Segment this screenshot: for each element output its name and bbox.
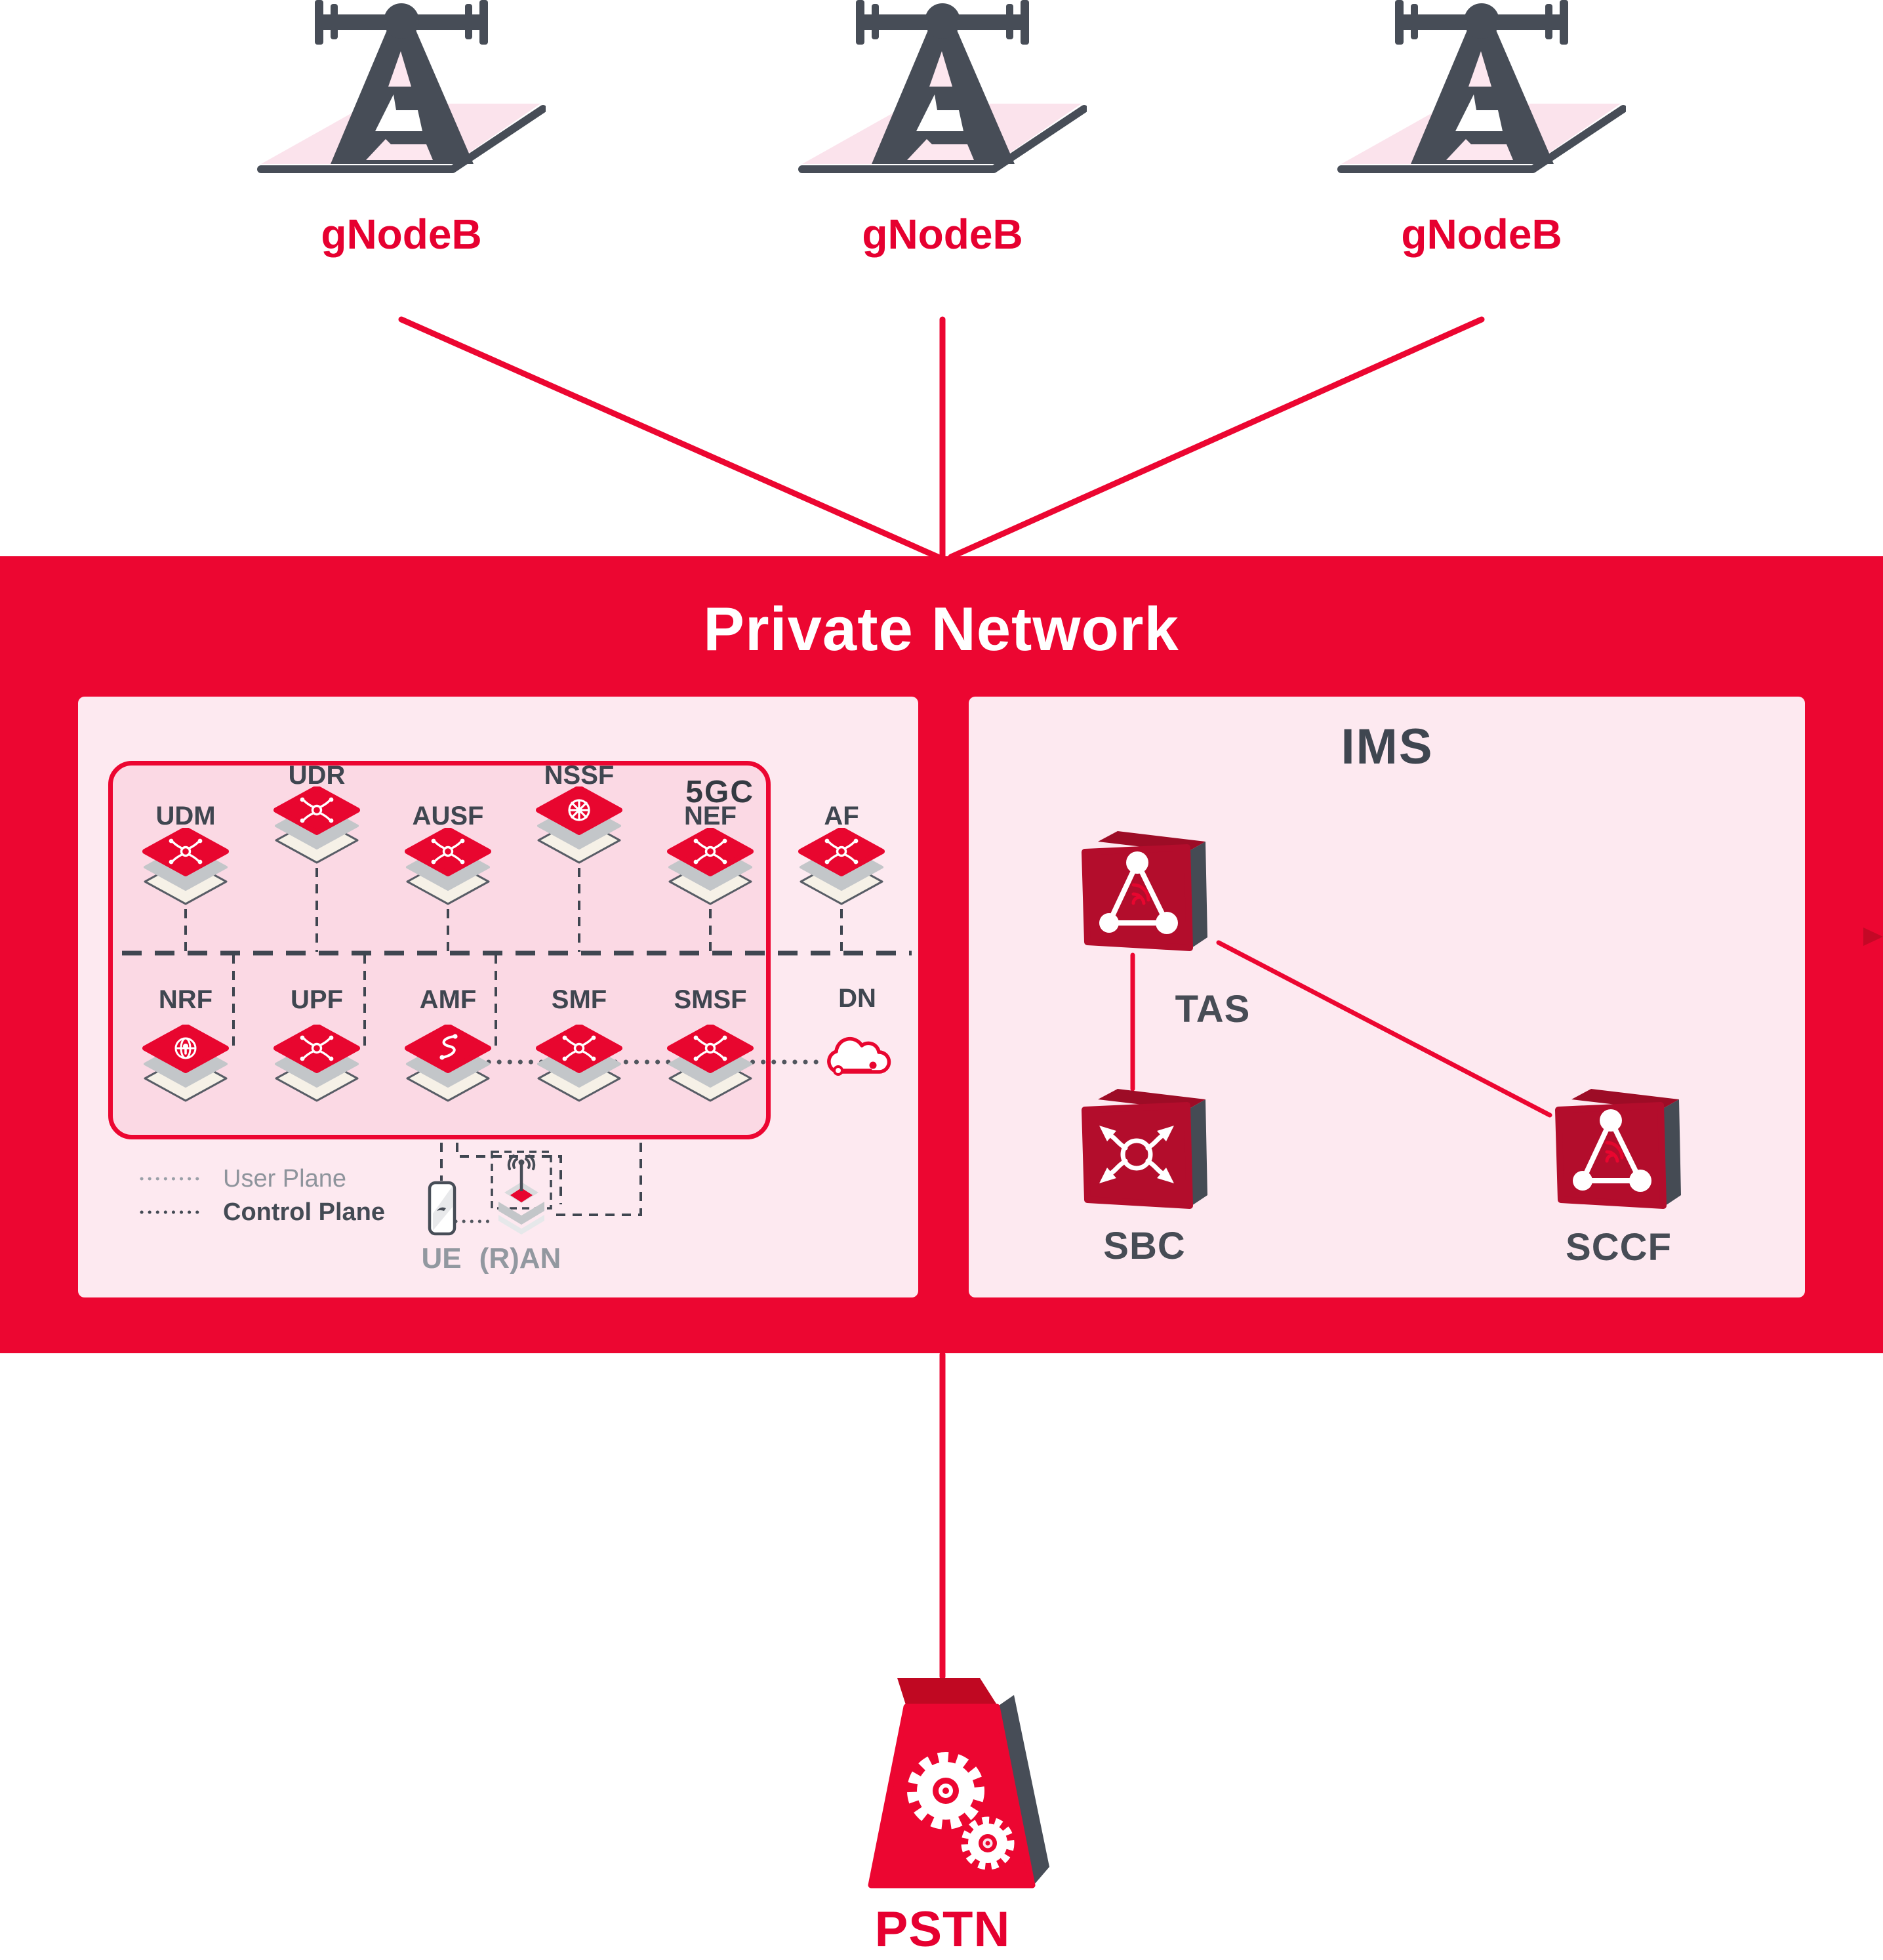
- nf-ausf-icon: [402, 828, 494, 909]
- label-sccf: SCCF: [1566, 1226, 1672, 1269]
- nf-smsf-icon: [664, 1025, 756, 1106]
- label-amf: AMF: [419, 985, 477, 1014]
- ims-title: IMS: [1341, 719, 1434, 775]
- label-sbc: SBC: [1103, 1225, 1186, 1267]
- nf-smf-icon: [533, 1025, 625, 1106]
- label-af: AF: [824, 802, 859, 830]
- cell-tower-icon: [798, 0, 1087, 190]
- nf-nssf-icon: [533, 786, 625, 868]
- label-dn: DN: [838, 984, 876, 1013]
- label-nrf: NRF: [158, 985, 213, 1014]
- label-udm: UDM: [155, 802, 216, 830]
- legend-control-plane: Control Plane: [223, 1198, 386, 1226]
- pstn-label: PSTN: [874, 1902, 1011, 1957]
- legend-user-plane: User Plane: [223, 1165, 346, 1193]
- nf-af-icon: [796, 828, 887, 909]
- cell-tower-icon: [1337, 0, 1626, 190]
- label-udr: UDR: [288, 761, 346, 790]
- label-nef: NEF: [684, 802, 737, 830]
- private-network-title: Private Network: [703, 594, 1179, 663]
- label-nssf: NSSF: [544, 761, 615, 790]
- label-ran: (R)AN: [479, 1242, 561, 1275]
- gnodeb-label-1: gNodeB: [321, 211, 482, 258]
- ran-antenna-icon: [492, 1154, 551, 1238]
- label-smsf: SMSF: [674, 985, 747, 1014]
- nf-udr-icon: [271, 786, 363, 868]
- nf-nef-icon: [664, 828, 756, 909]
- label-upf: UPF: [291, 985, 343, 1014]
- label-ausf: AUSF: [412, 802, 484, 830]
- edge-connector-arrow: [1863, 928, 1883, 946]
- nf-upf-icon: [271, 1025, 363, 1106]
- nf-udm-icon: [140, 828, 232, 909]
- pstn-icon: [841, 1671, 1052, 1892]
- label-ue: UE: [421, 1242, 462, 1275]
- gnodeb-label-3: gNodeB: [1401, 211, 1562, 258]
- dn-cloud-icon: [818, 1031, 900, 1084]
- tas-node-icon: [1076, 823, 1213, 958]
- sccf-node-icon: [1549, 1081, 1687, 1215]
- gnodeb-label-2: gNodeB: [862, 211, 1023, 258]
- cell-tower-icon: [257, 0, 546, 190]
- sbc-node-icon: [1076, 1081, 1213, 1215]
- ue-phone-icon: [428, 1181, 456, 1236]
- 5gc-tag: 5GC: [685, 775, 754, 809]
- label-smf: SMF: [551, 985, 607, 1014]
- label-tas: TAS: [1175, 988, 1251, 1031]
- nf-amf-icon: [402, 1025, 494, 1106]
- nf-nrf-icon: [140, 1025, 232, 1106]
